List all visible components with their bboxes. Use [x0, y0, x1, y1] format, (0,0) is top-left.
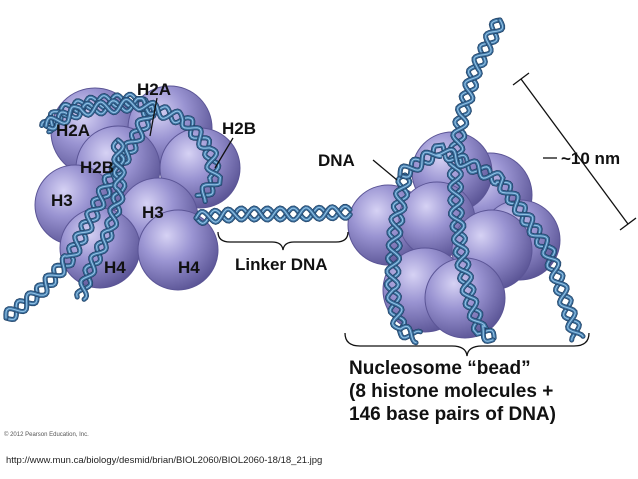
size-scale-bar: [512, 72, 637, 231]
nucleosome-bracket: [344, 332, 590, 357]
h2a-leader-line: [149, 97, 158, 137]
linker-dna: [193, 203, 353, 227]
linker-dna-bracket: [217, 231, 349, 251]
dna-leader-line: [372, 159, 398, 181]
label-h3-left: H3: [51, 191, 73, 210]
label-h3-center: H3: [142, 203, 164, 222]
dna-nucleosome-wrap-left: [383, 172, 423, 346]
caption-line-3: 146 base pairs of DNA): [349, 404, 556, 425]
label-size-10nm: ~10 nm: [561, 149, 621, 168]
caption-line-2: (8 histone molecules +: [349, 381, 554, 402]
label-dna: DNA: [318, 151, 355, 170]
h2b-leader-line: [214, 137, 234, 169]
dna-nucleosome-exit: [397, 142, 586, 343]
label-h4-right: H4: [178, 258, 200, 277]
dna-nucleosome-wrap-center: [446, 17, 506, 344]
label-linker-dna: Linker DNA: [235, 255, 328, 274]
caption-line-1: Nucleosome “bead”: [349, 358, 531, 379]
source-url: http://www.mun.ca/biology/desmid/brian/B…: [6, 455, 323, 466]
label-h4-left: H4: [104, 258, 126, 277]
histone-h4-left: [59, 207, 141, 289]
nucleosome-caption: Nucleosome “bead” (8 histone molecules +…: [349, 357, 556, 426]
label-h2b-right: H2B: [222, 119, 257, 138]
dna-front-strands: [3, 17, 586, 346]
label-h2b-left: H2B: [80, 158, 115, 177]
copyright-notice: © 2012 Pearson Education, Inc.: [4, 432, 89, 438]
label-h2a-top: H2A: [137, 80, 172, 99]
histone-h4-right: [137, 209, 219, 291]
label-h2a-left: H2A: [56, 121, 91, 140]
dna-left-wrap-down: [74, 137, 128, 302]
